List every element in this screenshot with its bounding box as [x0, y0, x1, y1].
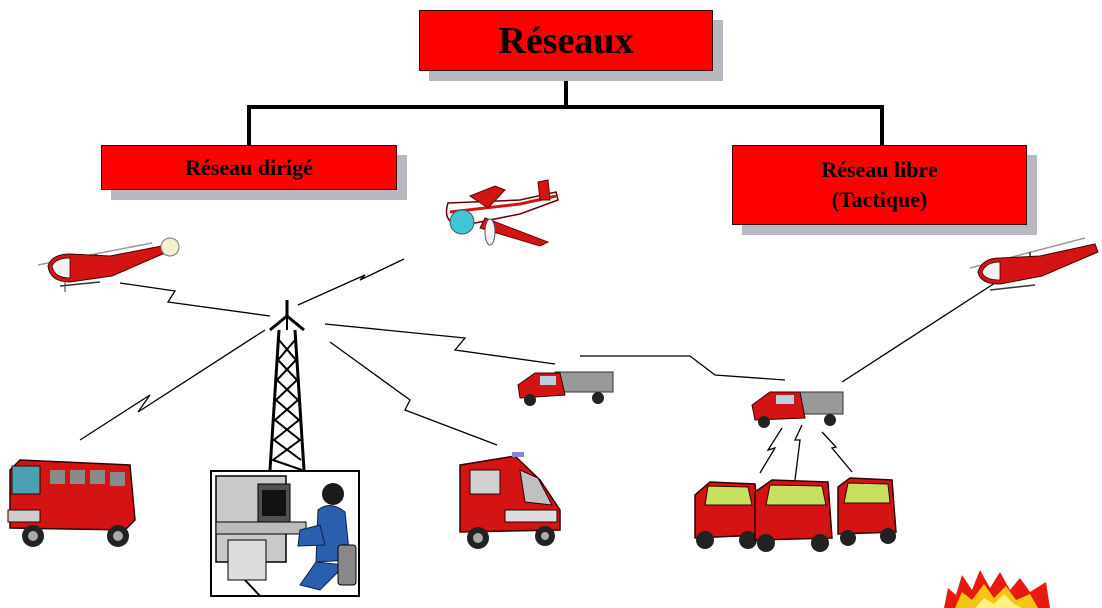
radio-link-jeep-helicopter [841, 269, 1016, 383]
radio-link-tower-van [329, 341, 498, 446]
left-branch-label: Réseau dirigé [185, 154, 313, 180]
root-node-label: Réseaux [498, 19, 634, 62]
fire-van-icon [459, 452, 561, 549]
control-console-icon [215, 475, 307, 597]
fire-engine-icon [7, 459, 136, 547]
command-jeep-icon [751, 391, 844, 428]
right-branch-label-line2: (Tactique) [831, 187, 928, 212]
hierarchy-connectors [247, 71, 884, 146]
helicopter-icon [37, 237, 180, 292]
forest-truck-icon [754, 479, 833, 552]
radio-link-jeep-jeep [580, 355, 786, 381]
airplane-icon [445, 179, 559, 247]
radio-link-tower-jeep [324, 323, 556, 365]
radio-link-jeep-truck1 [759, 427, 783, 474]
right-branch-box: Réseau libre (Tactique) [732, 145, 1027, 225]
forest-truck-icon [837, 477, 897, 546]
antenna-tower-icon [268, 300, 306, 471]
root-node-box: Réseaux [419, 10, 713, 71]
right-branch-label-line1: Réseau libre [821, 157, 938, 183]
left-branch-box: Réseau dirigé [101, 145, 397, 190]
fire-flames-icon [944, 570, 1050, 608]
radio-link-jeep-truck3 [821, 431, 853, 473]
radio-link-helicopter-tower [119, 282, 271, 317]
radio-link-jeep-truck2 [793, 424, 803, 481]
radio-links [79, 258, 1016, 481]
radio-link-plane-tower [297, 258, 405, 306]
helicopter-icon [969, 237, 1099, 291]
radio-link-tower-firetruck [79, 329, 266, 441]
forest-truck-icon [694, 481, 761, 549]
command-jeep-icon [517, 371, 614, 406]
operator-icon [297, 483, 357, 591]
